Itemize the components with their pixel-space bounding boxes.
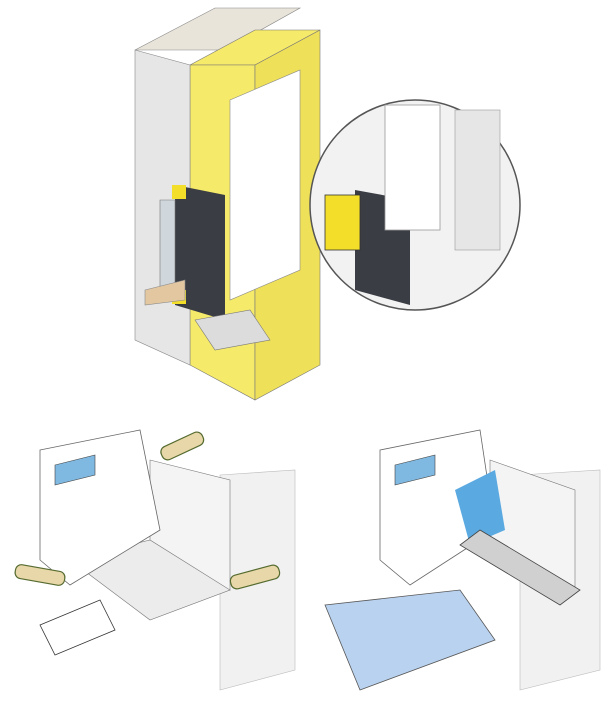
window-reveal	[229, 69, 301, 301]
glazing-right	[394, 454, 436, 486]
sealant-gun-top	[160, 431, 205, 461]
detail-plaster	[454, 109, 501, 251]
frame-gasket-top	[172, 185, 186, 199]
window-frame	[175, 185, 225, 320]
wall-section-figure	[134, 7, 521, 401]
sealant-gun-right	[229, 564, 281, 590]
outer-sill	[194, 309, 271, 351]
blue-membrane	[455, 470, 505, 545]
detail-gasket	[324, 194, 361, 251]
sill-board	[144, 279, 186, 306]
corner-piece	[39, 599, 116, 656]
detail-insulation-stack	[384, 104, 441, 231]
window-sill-board	[324, 589, 496, 691]
sealing-figure	[14, 429, 296, 691]
sill-rail	[459, 529, 581, 606]
sill-installation-figure	[324, 429, 601, 691]
sealant-gun-left	[14, 564, 66, 586]
glazing	[54, 454, 96, 486]
window-glass	[159, 199, 176, 296]
wall-top-plaster	[134, 7, 302, 51]
